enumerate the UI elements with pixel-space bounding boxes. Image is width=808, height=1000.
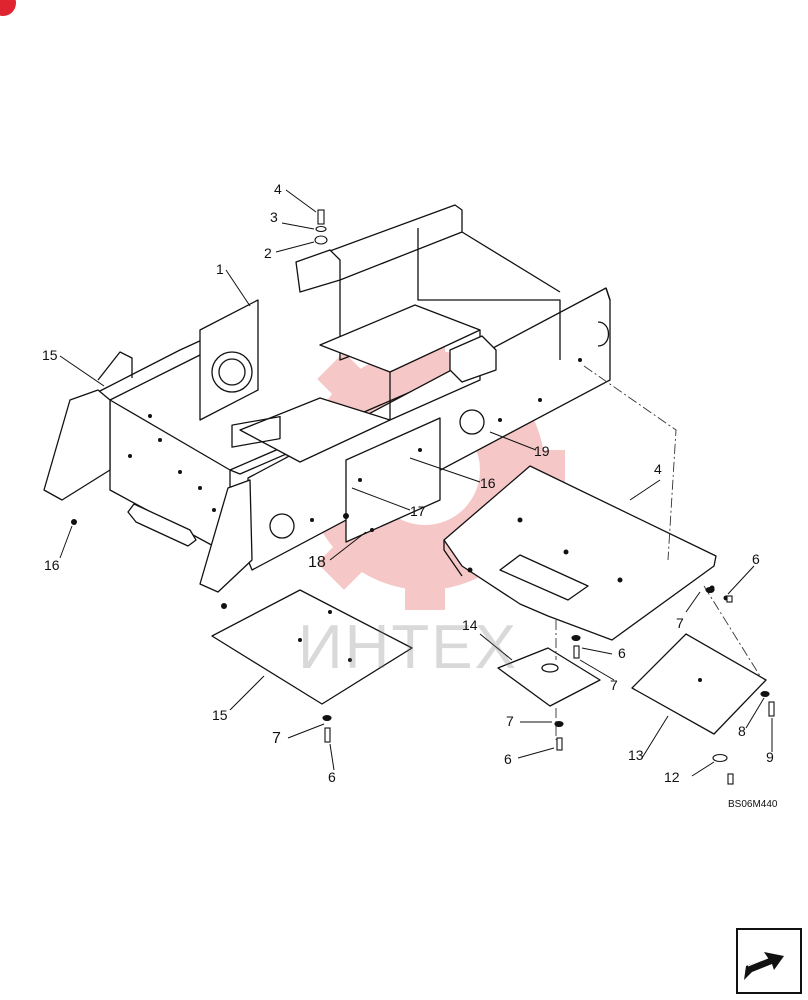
callout-15: 15 (42, 347, 58, 363)
callout-19: 19 (534, 443, 550, 459)
diagram-code: BS06M440 (728, 799, 778, 810)
callout-17: 17 (410, 503, 426, 519)
callout-7-right: 7 (676, 615, 684, 631)
callout-8: 8 (738, 723, 746, 739)
callout-6-right: 6 (752, 551, 760, 567)
washer-10 (712, 753, 728, 763)
callout-2: 2 (264, 245, 272, 261)
bolt-4 (317, 209, 325, 225)
floor-pan-plate (443, 465, 717, 641)
bottom-plate-13 (211, 589, 413, 705)
callout-6-left: 6 (328, 769, 336, 785)
callout-9: 9 (766, 749, 774, 765)
watermark-text: ИНТЕХ (298, 613, 518, 682)
corner-badge (0, 0, 16, 16)
callout-7-bottom: 7 (506, 713, 514, 729)
callout-6-mid: 6 (618, 645, 626, 661)
callout-3: 3 (270, 209, 278, 225)
callout-10: 12 (664, 769, 680, 785)
access-plate-11 (631, 633, 767, 735)
callout-11: 13 (628, 747, 644, 763)
callout-12: 14 (462, 617, 478, 633)
front-arm-right (199, 479, 253, 593)
cover-plate-12 (497, 647, 601, 707)
callout-16: 16 (480, 475, 496, 491)
callout-5: 4 (654, 461, 662, 477)
callout-13: 15 (212, 707, 228, 723)
nut-2 (314, 235, 328, 245)
washer-3 (315, 225, 327, 233)
callout-7-left: 7 (272, 730, 281, 747)
callout-18: 18 (308, 554, 326, 571)
next-page-button[interactable] (736, 928, 802, 994)
callout-6-bottom: 6 (504, 751, 512, 767)
next-page-arrow-icon (744, 952, 784, 980)
front-arm-left (43, 389, 111, 501)
callout-1: 1 (216, 261, 224, 277)
callout-4: 4 (274, 181, 282, 197)
callout-7-mid: 7 (610, 677, 618, 693)
step-handle (127, 503, 197, 547)
callout-14: 16 (44, 557, 60, 573)
